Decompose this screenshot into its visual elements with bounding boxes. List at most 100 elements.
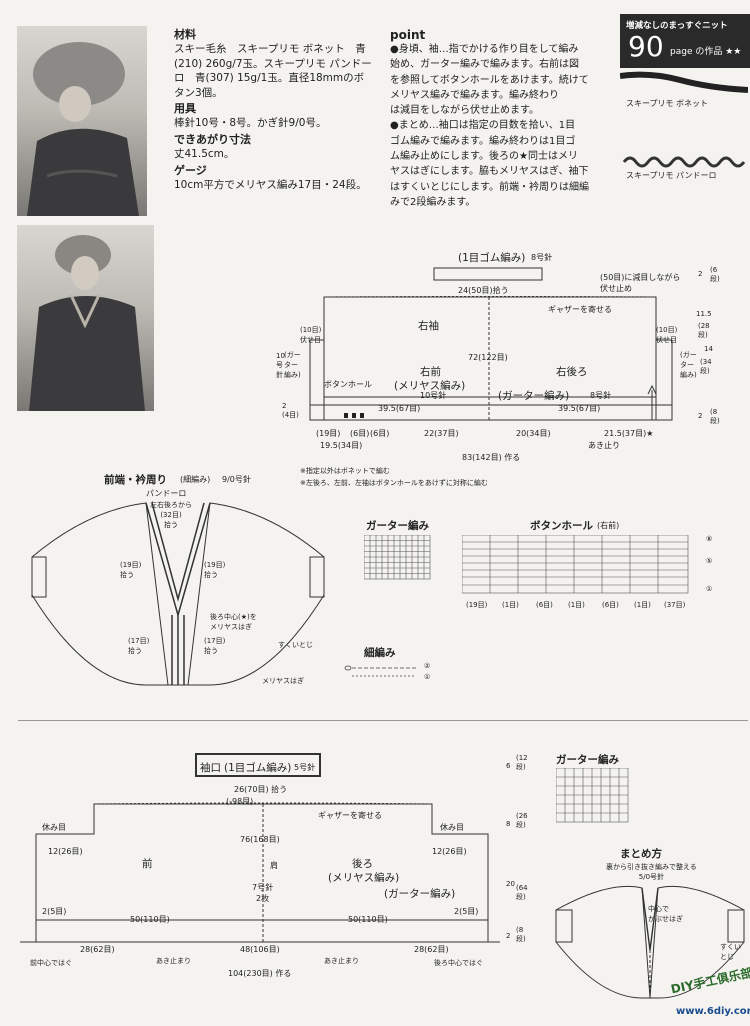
d1-w22: 22(37目) xyxy=(424,429,459,438)
d2-w48: 48(106目) xyxy=(240,945,280,954)
d1-w6a: (6目) xyxy=(350,429,370,438)
f1-pick19a: (19目) 拾う xyxy=(120,561,142,579)
materials-block: 材料 スキー毛糸 スキープリモ ボネット 青 (210) 260g/7玉。スキー… xyxy=(174,26,374,192)
d1-left-2: 2 (4目) xyxy=(282,402,299,419)
d1-stockinette: (メリヤス編み) xyxy=(394,380,466,392)
buttonhole-chart xyxy=(462,535,689,594)
d1-r-10: (10目) 伏せ目 xyxy=(656,326,678,344)
d1-w83: 83(142目) 作る xyxy=(462,453,521,462)
d2-stockinette: (メリヤス編み) xyxy=(328,872,400,884)
d1-garter: (ガーター編み) xyxy=(498,390,570,402)
d2-rest-l: 休み目 xyxy=(42,823,66,832)
garter-chart xyxy=(364,535,431,580)
d2-rest-r: 休み目 xyxy=(440,823,464,832)
d1-r-14: 14 xyxy=(704,345,713,353)
yarn-label-2: スキープリモ パンドーロ xyxy=(626,171,717,180)
d1-r-115: 11.5 xyxy=(696,310,712,318)
bh-row5: ⑤ xyxy=(706,557,713,565)
f1-pick17a: (17目) 拾う xyxy=(128,637,150,655)
d1-sleeve: 右袖 xyxy=(418,320,439,332)
bh-count-1: (1目) xyxy=(502,601,519,609)
d2-shoulder: 肩 xyxy=(270,861,278,870)
d1-note2: ※左後ろ、左前、左袖はボタンホールをあけずに対称に編む xyxy=(300,479,488,487)
d2-front: 前 xyxy=(142,858,153,870)
single-crochet-chart xyxy=(344,665,416,677)
d1-open-stop: あき止り xyxy=(588,441,620,450)
gauge-heading: ゲージ xyxy=(174,163,207,177)
point-heading: point xyxy=(390,28,426,42)
d1-left-10: 10 号 針 xyxy=(276,352,285,379)
d1-buttonhole: ボタンホール xyxy=(324,380,372,389)
gauge-body: 10cm平方でメリヤス編み17目・24段。 xyxy=(174,178,367,191)
f2-seam: すくい とじ xyxy=(720,943,741,961)
d2-garter-title: ガーター編み xyxy=(556,754,619,766)
d2-cuff-needle: 5号針 xyxy=(294,763,316,772)
d2-back-center: 後ろ中心ではぐ xyxy=(434,959,483,967)
d1-note1: ※指定以外はボネットで編む xyxy=(300,467,390,475)
f1-seam: すくいとじ xyxy=(278,641,313,649)
f1-title: 前端・衿周り xyxy=(104,474,167,486)
f1-pick17b: (17目) 拾う xyxy=(204,637,226,655)
d1-r-2b: 2 xyxy=(698,412,703,420)
d1-r-6: (6 段) xyxy=(710,266,720,283)
model-photo-bottom xyxy=(17,225,154,411)
pattern-badge: 増減なしのまっすぐニット 90 page の作品 ★★ xyxy=(620,14,750,68)
d2-cuff-width: 26(70目) 拾う xyxy=(234,785,288,794)
materials-heading: 材料 xyxy=(174,28,196,41)
d2-open-stop2: あき止まり xyxy=(324,957,359,965)
diagram1-body-schematic xyxy=(309,267,673,421)
sc-row2: ② xyxy=(424,662,431,670)
diagram2-body-schematic xyxy=(20,753,500,943)
finishing1-schematic xyxy=(31,502,325,686)
d2-needle7: 7号針 2枚 xyxy=(252,883,274,903)
d2-cuff-title: 袖口 xyxy=(200,762,221,774)
d2-cuff-pattern: (1目ゴム編み) xyxy=(224,762,292,774)
d2-garter: (ガーター編み) xyxy=(384,888,456,900)
d1-w19: (19目) xyxy=(316,429,341,438)
sc-row1: ① xyxy=(424,673,431,681)
bh-row8: ⑧ xyxy=(706,535,713,543)
bh-count-0: (19目) xyxy=(466,601,488,609)
d1-dec-note: (50目)に減目しながら 伏せ止め xyxy=(600,273,681,293)
bh-count-5: (1目) xyxy=(634,601,651,609)
d2-r2: 2 xyxy=(506,932,511,940)
d1-width72: 72(122目) xyxy=(468,353,508,362)
yarn-label-1: スキープリモ ボネット xyxy=(626,99,709,108)
tools-body: 棒針10号・8号。かぎ針9/0号。 xyxy=(174,117,327,130)
d1-w395a: 39.5(67目) xyxy=(378,404,421,413)
d2-r20: 20 xyxy=(506,880,515,888)
f1-graft: メリヤスはぎ xyxy=(262,677,304,685)
d2-w50a: 50(110目) xyxy=(130,915,170,924)
section-divider xyxy=(18,720,748,721)
sc-title: 細編み xyxy=(364,647,396,659)
model-photo-top xyxy=(17,26,147,216)
badge-number: 90 xyxy=(628,30,664,63)
d1-rib-width: 24(50目)拾う xyxy=(458,286,509,295)
f1-hook: 9/0号針 xyxy=(222,475,251,484)
d1-r-2: 2 xyxy=(698,270,703,278)
finishing2-schematic xyxy=(555,885,745,999)
bh-count-2: (6目) xyxy=(536,601,553,609)
f1-back-center: 後ろ中心(★)を メリヤスはぎ xyxy=(210,613,257,631)
d2-w76: 76(168目) xyxy=(240,835,280,844)
size-heading: できあがり寸法 xyxy=(174,132,251,146)
d2-w12b: 12(26目) xyxy=(432,847,467,856)
bh-count-3: (1目) xyxy=(568,601,585,609)
d2-r6: 6 xyxy=(506,762,511,770)
d2-gathers: ギャザーを寄せる xyxy=(318,811,382,820)
f2-center: 中心で かぶせはぎ xyxy=(648,905,683,923)
d1-w6b: (6目) xyxy=(370,429,390,438)
d2-w104: 104(230目) 作る xyxy=(228,969,292,978)
d1-gathers: ギャザーを寄せる xyxy=(548,305,612,314)
bh-count-4: (6目) xyxy=(602,601,619,609)
badge-subtitle: 増減なしのまっすぐニット xyxy=(626,21,728,31)
d1-right-front: 右前 xyxy=(420,366,441,378)
d1-left-garter: (ガー ター 編み) xyxy=(284,351,301,379)
yarn-samples xyxy=(620,71,748,168)
f1-pick19b: (19目) 拾う xyxy=(204,561,226,579)
d2-r64: (64 段) xyxy=(516,884,528,901)
d1-left-cast: (10目) 伏せ目 xyxy=(300,326,322,344)
d1-needle8: 8号針 xyxy=(590,391,612,400)
d2-r26: (26 段) xyxy=(516,812,528,829)
badge-suffix: page の作品 ★★ xyxy=(670,47,742,57)
